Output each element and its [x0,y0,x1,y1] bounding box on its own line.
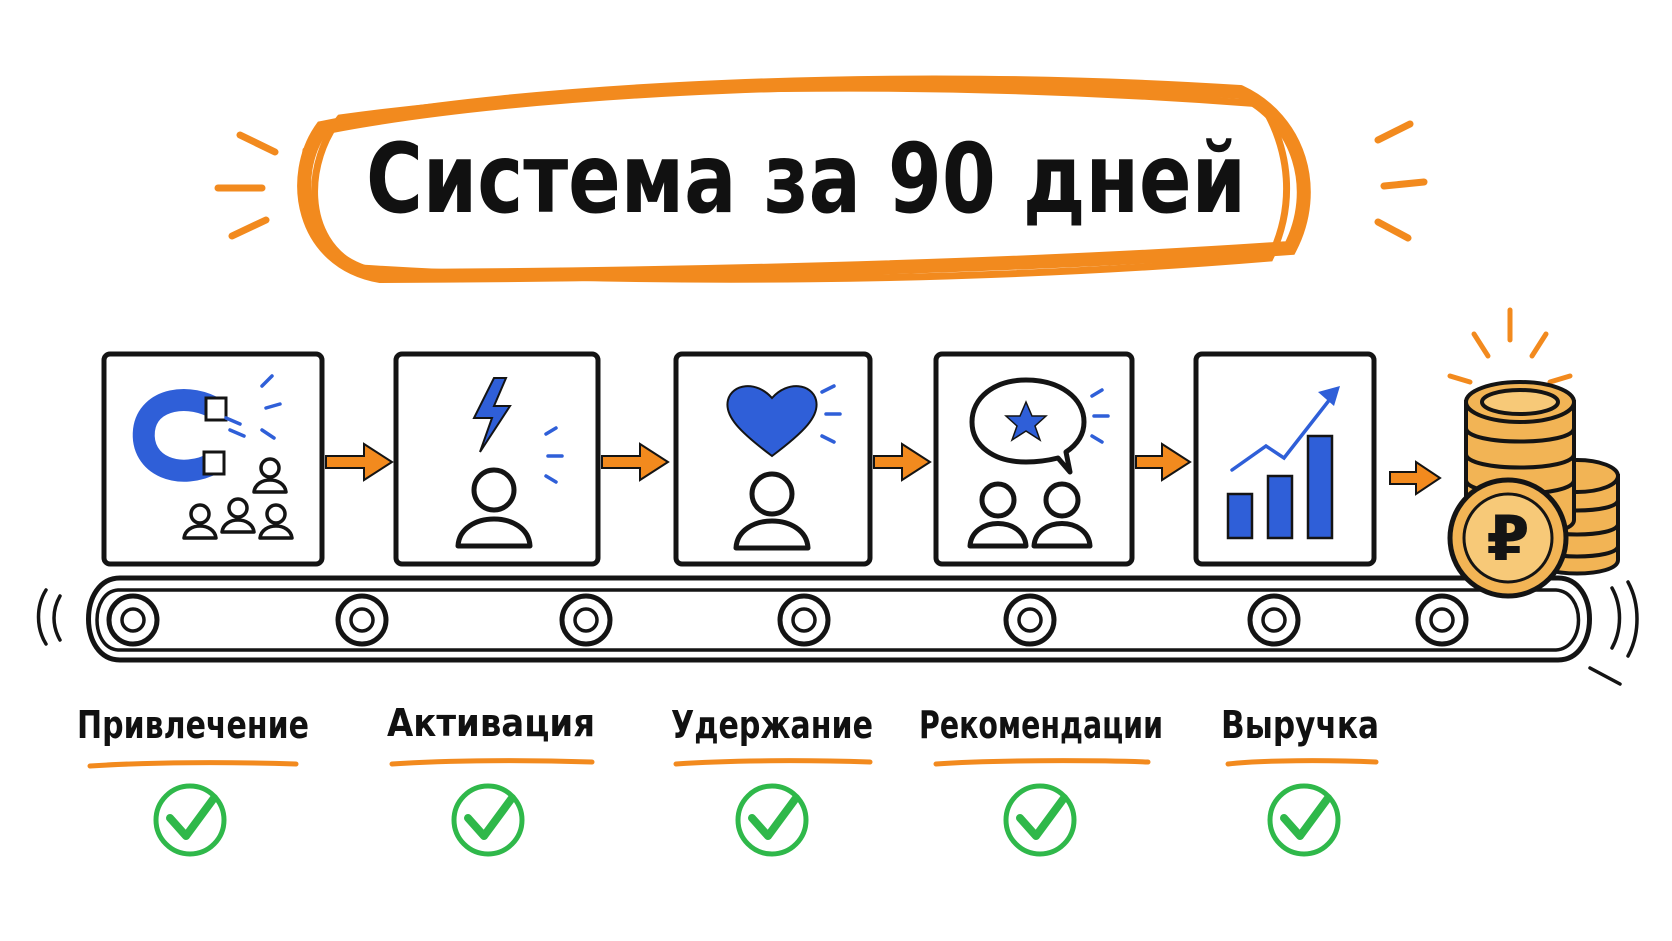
referral-lines-icon [1090,388,1110,444]
flow-arrow [873,442,932,482]
stage-box-attraction [101,351,325,567]
stage-label-referral: Рекомендации [919,703,1163,747]
label-underline [933,758,1151,767]
burst-line-left [236,131,279,156]
belt-roller [335,593,389,647]
check-circle-icon [451,783,525,857]
label-underlines [87,758,1379,769]
motion-mark-right [1610,586,1622,650]
ruble-coin-stack-icon: ₽ [1447,307,1620,599]
flow-arrow [325,442,394,482]
person-icon [733,471,811,551]
belt-roller [106,593,160,647]
bar-chart-icon [1226,434,1334,540]
check-circle-icon [1267,783,1341,857]
check-circle-icon [1003,783,1077,857]
burst-line-left [228,216,270,240]
stage-box-referral [933,351,1135,567]
stage-box-activation [393,351,601,567]
magnet-icon [132,389,228,482]
belt-roller [559,593,613,647]
belt-roller [777,593,831,647]
person-icon [455,467,533,549]
stage-box-retention [673,351,873,567]
motion-mark-right [1626,580,1639,658]
heart-icon [726,385,818,458]
two-people-icon [967,481,1093,549]
burst-line-right [1380,178,1428,190]
retention-lines-icon [820,384,842,444]
stage-box-revenue [1193,351,1377,567]
stage-checks [153,783,1341,857]
belt-roller [1003,593,1057,647]
check-circle-icon [153,783,227,857]
activation-lines-icon [544,426,564,484]
stage-label-revenue: Выручка [1221,703,1379,747]
burst-line-right [1374,120,1414,144]
flow-arrow [1135,442,1192,482]
check-circle-icon [735,783,809,857]
page-title: Система за 90 дней [366,123,1246,235]
trend-arrow-icon [1230,386,1340,472]
stage-label-attraction: Привлечение [77,703,309,747]
belt-roller [1415,593,1469,647]
speech-bubble-star-icon [969,377,1087,475]
stage-labels: Привлечение Активация Удержание Рекоменд… [77,701,1379,747]
stage-label-activation: Активация [387,701,595,745]
attraction-lines-icon [224,374,282,440]
stage-label-retention: Удержание [671,703,873,747]
belt-roller [1247,593,1301,647]
conveyor-belt [36,575,1639,686]
people-group-icon [182,457,294,540]
flow-arrow [601,442,670,482]
label-underline [389,758,595,767]
motion-mark-left [52,594,62,642]
title-banner: Система за 90 дней [214,75,1428,284]
lightning-icon [472,377,512,453]
ruble-symbol: ₽ [1486,502,1529,575]
motion-mark-left [36,588,48,646]
label-underline [1225,758,1379,767]
flow-arrow [1389,460,1442,496]
burst-line-right [1374,218,1412,242]
label-underline [673,758,873,767]
label-underline [87,760,299,769]
motion-mark-right [1588,666,1622,686]
